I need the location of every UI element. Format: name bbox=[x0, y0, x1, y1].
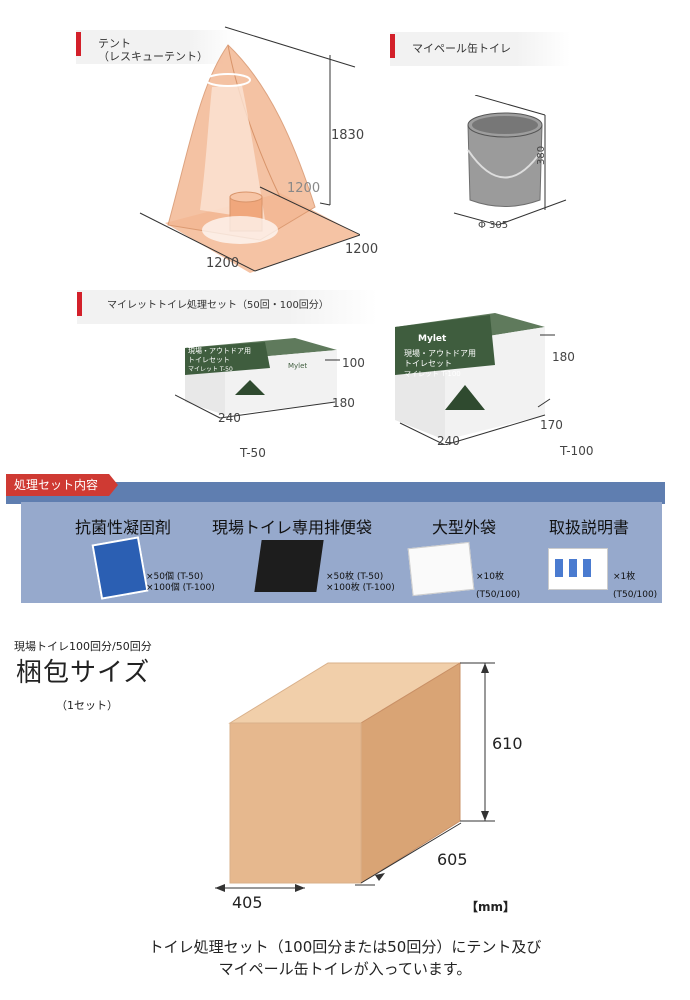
contents-band bbox=[6, 482, 665, 504]
pail-illustration bbox=[453, 95, 567, 226]
item-note-manual-1: ×1枚 bbox=[613, 572, 636, 582]
t100-width-dim: 240 bbox=[437, 434, 460, 448]
red-marker bbox=[77, 292, 82, 316]
package-box bbox=[215, 662, 495, 892]
red-marker bbox=[390, 34, 395, 58]
t100-height-dim: 180 bbox=[552, 350, 575, 364]
package-depth-dim: 605 bbox=[437, 850, 468, 869]
tent-side-dim: 1200 bbox=[345, 242, 379, 257]
outer-bag-image bbox=[407, 541, 475, 597]
package-title: 梱包サイズ bbox=[16, 658, 151, 688]
item-title-bag: 現場トイレ専用排便袋 bbox=[212, 518, 373, 537]
item-note-coagulant-2: ×100個 (T-100) bbox=[146, 583, 215, 593]
red-marker bbox=[76, 32, 81, 56]
pail-diameter-dim: Φ 305 bbox=[478, 220, 509, 231]
t100-box bbox=[395, 313, 555, 445]
t100-model: T-100 bbox=[560, 444, 594, 458]
package-height-dim: 610 bbox=[492, 734, 523, 753]
tent-label: テント （レスキューテント） bbox=[98, 37, 208, 63]
item-title-manual: 取扱説明書 bbox=[549, 518, 630, 537]
t50-height-dim: 100 bbox=[342, 356, 365, 370]
t100-brand: Mylet bbox=[418, 334, 447, 344]
t50-box-text1: 現場・アウトドア用 bbox=[188, 347, 251, 355]
item-note-outer-bag-2: (T50/100) bbox=[476, 590, 521, 600]
bag-image bbox=[254, 540, 324, 592]
tent-depth-dim: 1200 bbox=[287, 181, 321, 196]
t50-box-text2: トイレセット bbox=[188, 356, 230, 364]
item-note-bag-2: ×100枚 (T-100) bbox=[326, 583, 395, 593]
coagulant-image bbox=[91, 536, 149, 600]
t100-box-text3: マイレット T-100 bbox=[404, 370, 461, 378]
item-note-coagulant-1: ×50個 (T-50) bbox=[146, 572, 204, 582]
item-title-coagulant: 抗菌性凝固剤 bbox=[75, 518, 172, 537]
t50-width-dim: 240 bbox=[218, 411, 241, 425]
t50-box bbox=[175, 338, 340, 419]
tent-illustration bbox=[139, 26, 360, 273]
footer-line1: トイレ処理セット（100回分または50回分）にテント及び bbox=[148, 938, 542, 956]
tent-width-dim: 1200 bbox=[206, 256, 240, 271]
t50-depth-dim: 180 bbox=[332, 396, 355, 410]
unit-label: 【mm】 bbox=[466, 900, 516, 914]
footer-line2: マイペール缶トイレが入っています。 bbox=[218, 960, 472, 978]
contents-tab: 処理セット内容 bbox=[6, 474, 119, 496]
kit-label-tag: マイレットトイレ処理セット（50回・100回分） bbox=[77, 290, 377, 324]
pail-height-dim: 380 bbox=[536, 145, 547, 165]
tent-label-tag: テント （レスキューテント） bbox=[76, 30, 236, 64]
pail-label-tag: マイペール缶トイレ bbox=[390, 32, 570, 66]
item-note-manual-2: (T50/100) bbox=[613, 590, 658, 600]
kit-label: マイレットトイレ処理セット（50回・100回分） bbox=[107, 300, 329, 311]
t50-box-text3: マイレット T-50 bbox=[188, 366, 233, 373]
t100-box-text2: トイレセット bbox=[404, 359, 452, 368]
package-subtitle: 現場トイレ100回分/50回分 bbox=[14, 640, 152, 653]
t50-model: T-50 bbox=[240, 446, 266, 460]
package-set: （1セット） bbox=[56, 699, 118, 712]
tent-height-dim: 1830 bbox=[331, 128, 365, 143]
item-note-bag-1: ×50枚 (T-50) bbox=[326, 572, 384, 582]
item-note-outer-bag-1: ×10枚 bbox=[476, 572, 504, 582]
pail-label: マイペール缶トイレ bbox=[412, 42, 511, 55]
t50-brand: Mylet bbox=[288, 362, 308, 370]
package-width-dim: 405 bbox=[232, 893, 263, 912]
t100-depth-dim: 170 bbox=[540, 418, 563, 432]
manual-image bbox=[548, 548, 608, 590]
item-title-outer-bag: 大型外袋 bbox=[432, 518, 497, 537]
t100-box-text1: 現場・アウトドア用 bbox=[404, 349, 476, 358]
